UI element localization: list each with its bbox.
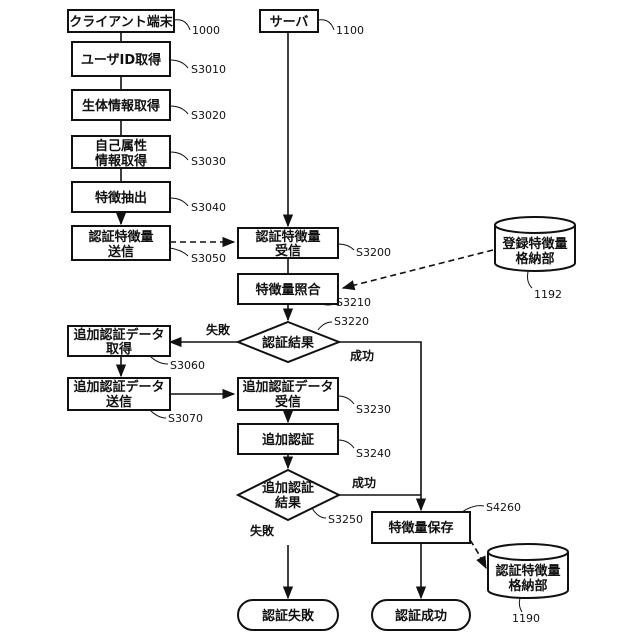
process-label-s3050-line1: 認証特徴量 — [88, 229, 153, 245]
step-id-s3250: S3250 — [328, 513, 363, 526]
step-id-s3220: S3220 — [334, 315, 369, 328]
step-s3040: 特徴抽出 S3040 — [72, 182, 226, 214]
process-label-s3060-line2: 取得 — [106, 341, 132, 357]
leader-s3220 — [318, 322, 332, 330]
leader-s3020 — [170, 106, 188, 114]
step-id-s3050: S3050 — [191, 252, 226, 265]
step-s3070: 追加認証データ 送信 S3070 — [68, 378, 203, 425]
step-s3250: 追加認証 結果 S3250 — [238, 470, 363, 526]
storage-label-1192-line1: 登録特徴量 — [501, 236, 567, 252]
step-s3020: 生体情報取得 S3020 — [72, 90, 226, 122]
terminal-fail: 認証失敗 — [238, 600, 338, 630]
leader-1190 — [519, 598, 522, 612]
ref-1100: 1100 — [336, 24, 364, 37]
ref-1190: 1190 — [512, 612, 540, 625]
client-header: クライアント端末 1000 — [68, 10, 220, 37]
server-header-label: サーバ — [270, 15, 309, 30]
cylinder-top-1190 — [488, 544, 568, 560]
step-s3060: 追加認証データ 取得 S3060 — [68, 326, 205, 372]
dashed-arrow-s4260-storage — [470, 540, 486, 568]
step-id-s3200: S3200 — [356, 246, 391, 259]
process-label-s3020: 生体情報取得 — [82, 98, 160, 114]
leader-s3050 — [170, 248, 188, 256]
branch-label-fail-2: 失敗 — [250, 523, 275, 538]
cylinder-top-1192 — [495, 217, 575, 233]
process-label-s3010: ユーザID取得 — [81, 52, 161, 68]
leader-s3250 — [312, 508, 326, 518]
leader-s3230 — [338, 396, 354, 404]
process-label-s4260: 特徴量保存 — [388, 520, 453, 536]
leader-s3200 — [338, 244, 354, 250]
ref-1192: 1192 — [534, 288, 562, 301]
step-s3050: 認証特徴量 送信 S3050 — [72, 226, 226, 265]
step-id-s3030: S3030 — [191, 155, 226, 168]
process-label-s3040: 特徴抽出 — [95, 190, 147, 206]
process-label-s3200-line1: 認証特徴量 — [255, 229, 320, 245]
step-id-s3020: S3020 — [191, 109, 226, 122]
branch-label-success-2: 成功 — [352, 475, 376, 490]
terminal-label-success: 認証成功 — [395, 608, 447, 624]
process-label-s3060-line1: 追加認証データ — [73, 327, 164, 343]
step-id-s3060: S3060 — [170, 359, 205, 372]
step-s4260: 特徴量保存 S4260 — [372, 501, 521, 543]
step-id-s3010: S3010 — [191, 63, 226, 76]
terminal-label-fail: 認証失敗 — [262, 608, 315, 624]
decision-label-s3250-line1: 追加認証 — [262, 480, 314, 496]
decision-label-s3250-line2: 結果 — [275, 495, 301, 511]
ref-1000: 1000 — [192, 24, 220, 37]
step-s3240: 追加認証 S3240 — [238, 424, 391, 460]
process-label-s3070-line1: 追加認証データ — [73, 379, 164, 395]
process-label-s3070-line2: 送信 — [105, 394, 132, 410]
client-header-label: クライアント端末 — [69, 14, 173, 30]
leader-s3010 — [170, 60, 188, 68]
step-s3030: 自己属性 情報取得 S3030 — [72, 136, 226, 169]
terminal-success: 認証成功 — [372, 600, 470, 630]
auth-feature-storage: 認証特徴量 格納部 1190 — [488, 544, 568, 625]
branch-label-fail-1: 失敗 — [206, 322, 231, 337]
step-s3210: 特徴量照合 S3210 — [238, 274, 371, 309]
leader-1192 — [528, 272, 533, 288]
process-label-s3030-line2: 情報取得 — [95, 153, 147, 169]
branch-label-success-1: 成功 — [350, 348, 374, 363]
step-id-s3230: S3230 — [356, 403, 391, 416]
process-label-s3210: 特徴量照合 — [255, 282, 321, 298]
process-label-s3240: 追加認証 — [262, 432, 314, 448]
process-label-s3230-line1: 追加認証データ — [242, 379, 333, 395]
process-label-s3030-line1: 自己属性 — [95, 138, 147, 154]
leader-s3030 — [170, 152, 188, 160]
step-s3010: ユーザID取得 S3010 — [72, 42, 226, 76]
storage-label-1192-line2: 格納部 — [515, 251, 554, 267]
storage-label-1190-line1: 認証特徴量 — [495, 563, 560, 579]
process-label-s3050-line2: 送信 — [107, 244, 134, 260]
step-id-s3240: S3240 — [356, 447, 391, 460]
leader-s3040 — [170, 198, 188, 206]
step-id-s3070: S3070 — [168, 412, 203, 425]
step-id-s3040: S3040 — [191, 201, 226, 214]
step-s3200: 認証特徴量 受信 S3200 — [238, 228, 391, 259]
leader-1000 — [174, 20, 190, 30]
process-label-s3200-line2: 受信 — [275, 243, 301, 259]
decision-label-s3220: 認証結果 — [262, 335, 314, 351]
step-id-s4260: S4260 — [486, 501, 521, 514]
server-header: サーバ 1100 — [260, 10, 364, 37]
leader-s3240 — [338, 440, 354, 448]
step-id-s3210: S3210 — [336, 296, 371, 309]
process-label-s3230-line2: 受信 — [275, 394, 301, 410]
leader-1100 — [318, 20, 334, 30]
leader-s3070 — [150, 410, 166, 418]
storage-label-1190-line2: 格納部 — [508, 578, 547, 594]
step-s3230: 追加認証データ 受信 S3230 — [238, 378, 391, 416]
registered-feature-storage: 登録特徴量 格納部 1192 — [495, 217, 575, 301]
leader-s3060 — [150, 356, 168, 364]
